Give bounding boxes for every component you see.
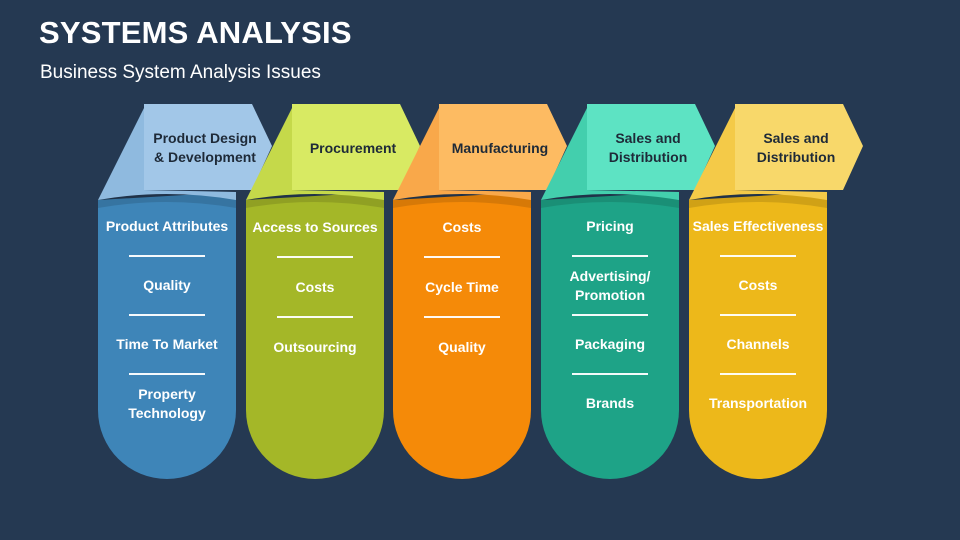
item-divider	[720, 373, 796, 375]
item-divider	[277, 316, 353, 318]
column-header-label: Sales and Distribution	[756, 130, 836, 165]
column-fold	[246, 108, 384, 200]
page-title: SYSTEMS ANALYSIS	[39, 15, 352, 50]
column-body	[541, 192, 679, 479]
column-shape	[689, 104, 863, 479]
list-item: Product Attributes	[105, 218, 229, 234]
list-item: Cycle Time	[425, 278, 499, 295]
column-body	[246, 192, 384, 479]
column-fold-shadow	[689, 193, 827, 208]
column-shape	[541, 104, 715, 479]
list-item: Packaging	[574, 336, 646, 352]
list-item: Access to Sources	[252, 218, 378, 235]
column-fold-shadow	[98, 193, 236, 208]
column-header-label: Sales and Distribution	[608, 130, 688, 165]
list-item: Sales Effectiveness	[692, 218, 824, 234]
item-divider	[129, 255, 205, 257]
item-divider	[572, 373, 648, 375]
column-fold-shadow	[541, 193, 679, 208]
column-header-label: Procurement	[309, 139, 397, 156]
list-item: Time To Market	[116, 336, 218, 352]
list-item: Pricing	[586, 218, 634, 234]
column-fold-shadow	[393, 193, 531, 208]
list-item: Quality	[438, 338, 486, 355]
item-divider	[720, 255, 796, 257]
item-divider	[424, 316, 500, 318]
list-item: Advertising/ Promotion	[569, 267, 651, 303]
list-item: Costs	[738, 277, 778, 293]
column-header-shape	[292, 104, 420, 190]
column-fold	[689, 108, 827, 200]
column-header-shape	[144, 104, 272, 190]
column-body	[689, 192, 827, 479]
list-item: Brands	[585, 395, 635, 411]
column-body	[393, 192, 531, 479]
item-divider	[129, 373, 205, 375]
item-divider	[572, 255, 648, 257]
list-item: Channels	[726, 336, 790, 352]
list-item: Quality	[143, 277, 191, 293]
item-divider	[277, 256, 353, 258]
item-divider	[129, 314, 205, 316]
item-divider	[572, 314, 648, 316]
list-item: Costs	[442, 218, 482, 235]
column-fold	[393, 108, 531, 200]
column-header-label: Product Design & Development	[153, 130, 257, 165]
list-item: Outsourcing	[273, 338, 357, 355]
item-divider	[424, 256, 500, 258]
column-header-shape	[735, 104, 863, 190]
column-header-shape	[587, 104, 715, 190]
column-shape	[98, 104, 272, 479]
column-shape	[393, 104, 567, 479]
column-fold	[98, 108, 236, 200]
list-item: Transportation	[708, 395, 807, 411]
column-fold	[541, 108, 679, 200]
column-header-label: Manufacturing	[451, 139, 549, 156]
item-divider	[720, 314, 796, 316]
column-body	[98, 192, 236, 479]
list-item: Costs	[295, 278, 335, 295]
page-subtitle: Business System Analysis Issues	[40, 62, 321, 83]
column-fold-shadow	[246, 193, 384, 208]
column-shape	[246, 104, 420, 479]
list-item: Property Technology	[128, 385, 206, 421]
column-header-shape	[439, 104, 567, 190]
